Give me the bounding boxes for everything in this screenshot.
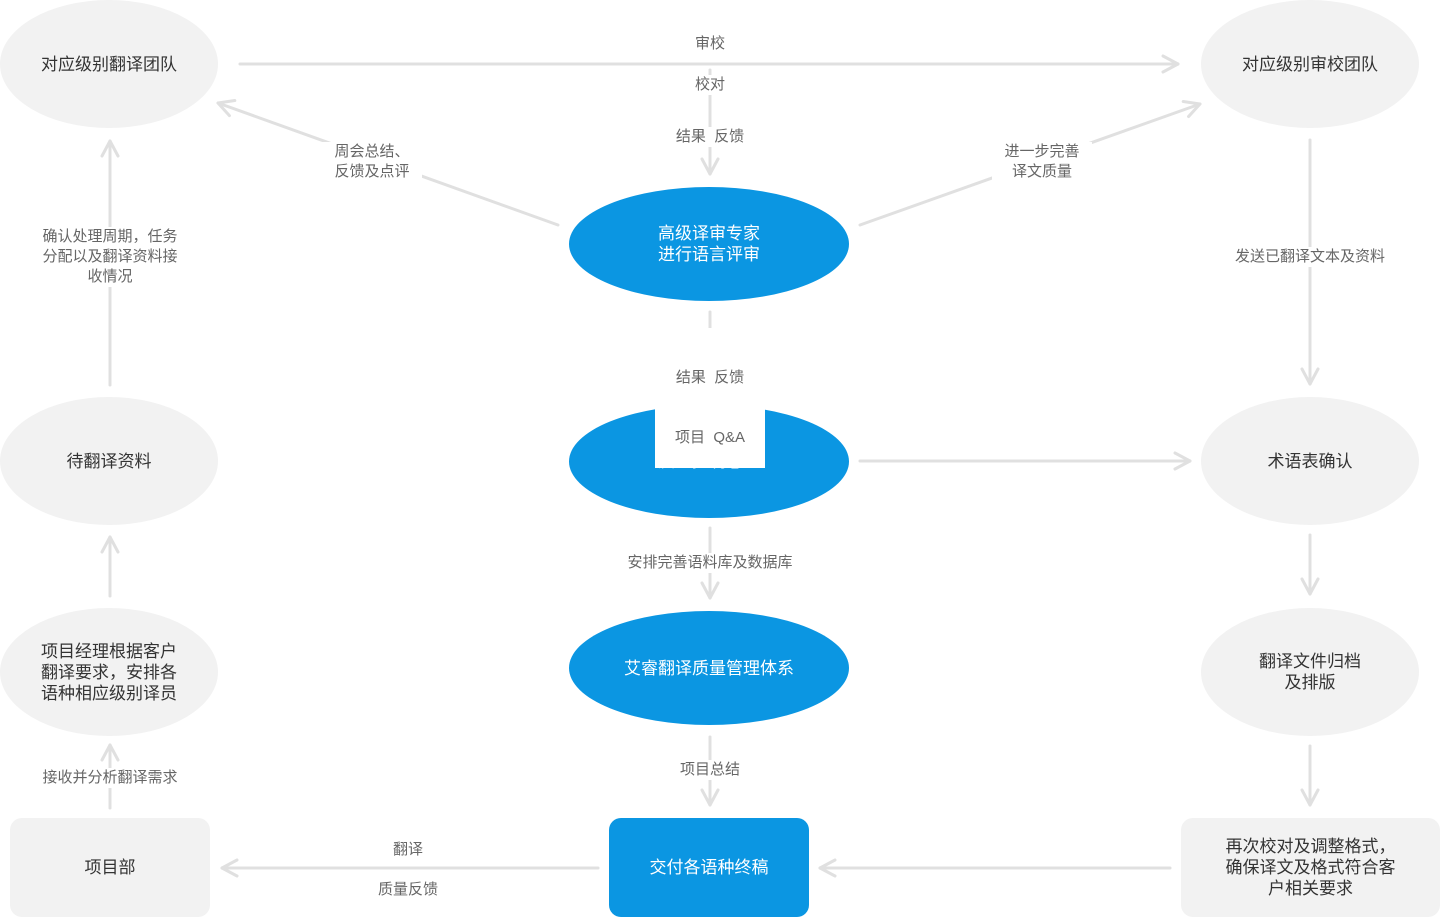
node-text: 对应级别翻译团队 bbox=[41, 54, 177, 74]
node-translation-team: 对应级别翻译团队 bbox=[0, 0, 218, 128]
node-text: 翻译要求，安排各 bbox=[41, 662, 177, 682]
node-text: 再次校对及调整格式， bbox=[1225, 837, 1396, 856]
node-pending-materials: 待翻译资料 bbox=[0, 397, 218, 525]
node-text: 交付各语种终稿 bbox=[649, 858, 769, 877]
label-send-translated: 发送已翻译文本及资料 bbox=[1220, 247, 1400, 267]
label-line: 确认处理周期，任务 bbox=[42, 228, 178, 245]
node-text: 艾睿翻译质量管理体系 bbox=[624, 658, 794, 678]
label-project-summary: 项目总结 bbox=[665, 760, 755, 780]
label-improve-quality: 进一步完善 译文质量 bbox=[992, 142, 1092, 182]
node-text: 术语表确认 bbox=[1267, 451, 1353, 471]
label-line: 项目 Q&A bbox=[674, 429, 745, 446]
node-text: 高级译审专家 bbox=[658, 224, 760, 243]
label-line: 译文质量 bbox=[1011, 163, 1072, 180]
label-line: 反馈及点评 bbox=[334, 163, 410, 180]
node-text: 确保译文及格式符合客 bbox=[1225, 858, 1396, 877]
label-arrange-corpus: 安排完善语料库及数据库 bbox=[610, 553, 810, 573]
node-text: 进行语言评审 bbox=[658, 245, 760, 264]
label-confirm-cycle: 确认处理周期，任务 分配以及翻译资料接 收情况 bbox=[30, 227, 190, 287]
node-final-delivery: 交付各语种终稿 bbox=[609, 818, 809, 917]
node-text: 项目经理根据客户 bbox=[41, 641, 177, 661]
label-line: 进一步完善 bbox=[1004, 143, 1080, 160]
label-result-feedback-top: 结果 反馈 bbox=[660, 127, 760, 147]
node-proofread-team: 对应级别审校团队 bbox=[1201, 0, 1419, 128]
label-line: 周会总结、 bbox=[334, 143, 410, 160]
label-result-feedback-qa: 结果 反馈 项目 Q&A bbox=[655, 328, 765, 468]
node-quality-system: 艾睿翻译质量管理体系 bbox=[569, 611, 849, 725]
label-quality-feedback: 质量反馈 bbox=[363, 880, 453, 900]
node-text: 户相关要求 bbox=[1268, 879, 1353, 898]
node-senior-expert: 高级译审专家 进行语言评审 bbox=[569, 187, 849, 301]
label-translate: 翻译 bbox=[378, 840, 438, 860]
node-recheck: 再次校对及调整格式， 确保译文及格式符合客 户相关要求 bbox=[1181, 818, 1440, 917]
node-text: 翻译文件归档 bbox=[1259, 652, 1361, 671]
label-line: 结果 反馈 bbox=[675, 369, 745, 386]
label-line: 分配以及翻译资料接 bbox=[42, 248, 178, 265]
node-text: 对应级别审校团队 bbox=[1242, 54, 1378, 74]
node-project-dept: 项目部 bbox=[10, 818, 210, 917]
node-pm-assign: 项目经理根据客户 翻译要求，安排各 语种相应级别译员 bbox=[0, 608, 218, 736]
label-review: 审校 bbox=[680, 34, 740, 54]
node-text: 及排版 bbox=[1284, 673, 1336, 692]
label-line: 收情况 bbox=[87, 268, 133, 285]
node-text: 项目部 bbox=[84, 858, 136, 877]
node-text: 语种相应级别译员 bbox=[41, 683, 177, 703]
node-archive-layout: 翻译文件归档 及排版 bbox=[1201, 608, 1419, 736]
node-terminology: 术语表确认 bbox=[1201, 397, 1419, 525]
label-proofread: 校对 bbox=[680, 75, 740, 95]
node-text: 待翻译资料 bbox=[66, 451, 152, 471]
label-receive-analyze: 接收并分析翻译需求 bbox=[25, 768, 195, 788]
label-weekly-summary: 周会总结、 反馈及点评 bbox=[322, 142, 422, 182]
